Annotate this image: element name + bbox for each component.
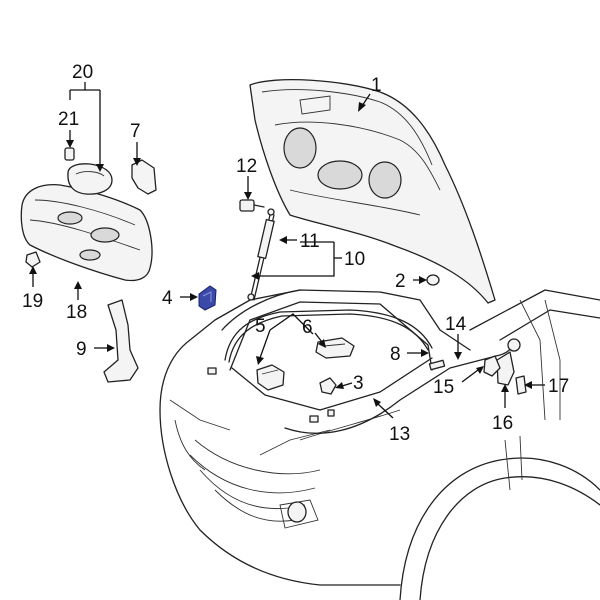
release-handle-cover <box>515 375 527 395</box>
nozzle-grommet <box>64 147 75 161</box>
hood-strut-bolt <box>239 199 265 212</box>
leader-lines <box>29 82 545 419</box>
release-handle-clip <box>319 377 337 395</box>
callout-4: 4 <box>162 288 173 309</box>
hood-side-bracket <box>103 299 139 383</box>
callout-1: 1 <box>371 75 382 96</box>
callout-3: 3 <box>353 373 364 394</box>
hood-latch <box>256 364 285 391</box>
hood-support-strut <box>247 208 275 301</box>
hood-bumper-stop <box>426 274 440 286</box>
callout-20: 20 <box>72 62 93 83</box>
washer-nozzle-assembly <box>67 163 113 195</box>
callout-21: 21 <box>58 109 79 130</box>
callout-7: 7 <box>130 121 141 142</box>
callout-5: 5 <box>255 316 266 337</box>
callout-11: 11 <box>300 231 320 252</box>
callout-17: 17 <box>548 376 569 397</box>
hood-seal <box>224 309 433 411</box>
callout-labels: 1 2 3 4 5 6 7 8 9 10 11 12 13 14 15 16 1… <box>22 62 569 445</box>
release-handle-bezel <box>483 355 501 377</box>
hood-hinge-bracket-highlighted <box>198 285 217 311</box>
insulator-bracket <box>131 159 157 195</box>
callout-6: 6 <box>302 317 313 338</box>
callout-18: 18 <box>66 302 87 323</box>
callout-19: 19 <box>22 291 43 312</box>
callout-8: 8 <box>390 344 401 365</box>
hood-latch-striker <box>315 337 355 359</box>
callout-9: 9 <box>76 339 87 360</box>
hood-insulation-pad <box>20 184 153 282</box>
insulation-clip <box>25 251 41 268</box>
callout-13: 13 <box>389 424 410 445</box>
callout-2: 2 <box>395 271 406 292</box>
release-handle <box>496 338 521 386</box>
vehicle-front-body <box>159 289 600 600</box>
callout-14: 14 <box>445 314 467 335</box>
callout-15: 15 <box>433 377 454 398</box>
callout-16: 16 <box>492 413 513 434</box>
hood-panel <box>249 79 496 304</box>
callout-12: 12 <box>236 156 257 177</box>
callout-10: 10 <box>344 249 365 270</box>
